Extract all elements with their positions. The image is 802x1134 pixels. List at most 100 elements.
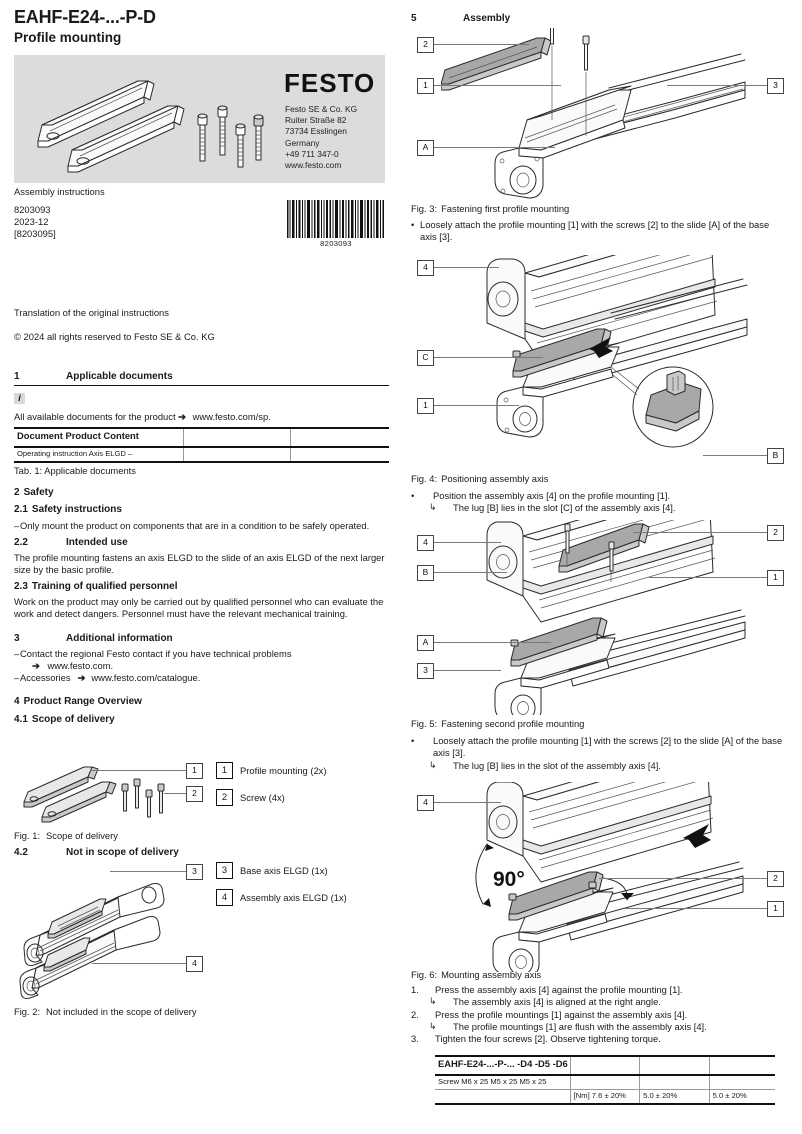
figure-caption-text: Scope of delivery	[46, 830, 118, 841]
leader-line	[433, 572, 507, 573]
section-heading-additional-information: 3 Additional information	[14, 632, 389, 645]
section-title: Scope of delivery	[31, 714, 115, 726]
accessories-item: – Accessories ➔ www.festo.com/catalogue.	[14, 672, 389, 684]
callout-4: 4	[417, 260, 434, 276]
callout-1: 1	[767, 570, 784, 586]
figure-6-illustration: 90°	[475, 782, 744, 972]
figure-label: Fig. 1:	[14, 830, 41, 841]
result-arrow-icon: ↳	[429, 502, 437, 513]
figure-caption: Fig. 2: Not included in the scope of del…	[14, 1006, 234, 1018]
section-title: Not in scope of delivery	[66, 847, 179, 859]
barcode-number: 8203093	[320, 239, 352, 248]
section-number: 4.2	[14, 847, 28, 859]
leader-line	[433, 642, 551, 643]
section-heading-intended-use: 2.2 Intended use	[14, 536, 389, 549]
figure-caption-text: Fastening first profile mounting	[441, 203, 570, 214]
leader-line	[667, 85, 767, 86]
callout-C: C	[417, 350, 434, 366]
assembly-result: ↳ The lug [B] lies in the slot [C] of th…	[411, 502, 788, 514]
svg-text:90°: 90°	[493, 868, 525, 891]
barcode-block: 8203093	[287, 200, 385, 248]
legend-label: Profile mounting (2x)	[240, 765, 327, 776]
assembly-step-text: Loosely attach the profile mounting [1] …	[420, 219, 770, 243]
assembly-step: 2. Press the profile mountings [1] again…	[411, 1009, 788, 1021]
step-number: 2.	[411, 1008, 419, 1020]
festo-home-link[interactable]: www.festo.com.	[47, 660, 114, 672]
page-title: EAHF-E24-...-P-D	[14, 7, 156, 27]
torque-cell-screw-d6	[708, 1075, 775, 1090]
copyright-note: © 2024 all rights reserved to Festo SE &…	[14, 331, 215, 343]
assembly-result-text: The profile mountings [1] are flush with…	[453, 1020, 707, 1032]
torque-cell-screw-d4	[569, 1075, 641, 1090]
legend-item: 3 Base axis ELGD (1x)	[216, 862, 347, 879]
legend-key: 3	[216, 862, 233, 879]
figure-1-caption-block: Fig. 1: Scope of delivery 4.2 Not in scop…	[14, 830, 389, 859]
figure-2-legend: 3 Base axis ELGD (1x) 4 Assembly axis EL…	[216, 862, 347, 916]
table-row: Operating instruction Axis ELGD –	[14, 447, 389, 464]
assembly-step-text: Tighten the four screws [2]. Observe tig…	[435, 1033, 661, 1045]
section-title: Safety	[23, 487, 54, 499]
table-cell-product	[183, 447, 291, 464]
callout-B: B	[767, 448, 784, 464]
company-country: Germany	[285, 137, 320, 148]
dash-marker: –	[14, 672, 20, 684]
figure-label: Fig. 2:	[14, 1006, 41, 1017]
legend-key: 4	[216, 889, 233, 906]
legend-key: 2	[216, 789, 233, 806]
section-heading-scope-of-delivery: 4.1 Scope of delivery	[14, 713, 389, 726]
legend-label: Screw (4x)	[240, 792, 285, 803]
torque-cell-nm-d5: 5.0 ± 20%	[639, 1089, 710, 1105]
page-subtitle: Profile mounting	[14, 29, 122, 45]
festo-sp-link[interactable]: www.festo.com/sp.	[192, 411, 271, 423]
legend-key: 1	[216, 762, 233, 779]
assembly-step-text: Press the assembly axis [4] against the …	[435, 984, 683, 996]
figure-3-block: 2 1 A 3	[411, 28, 788, 203]
company-website: www.festo.com	[285, 160, 342, 170]
assembly-step: • Loosely attach the profile mounting [1…	[411, 735, 788, 759]
leader-line	[649, 577, 767, 578]
callout-A: A	[417, 140, 434, 156]
figure-caption: Fig. 1: Scope of delivery	[14, 830, 389, 842]
left-column-body: Translation of the original instructions…	[14, 307, 389, 726]
figure-5-illustration	[486, 520, 746, 715]
leader-line	[90, 770, 186, 771]
figure-1-legend: 1 Profile mounting (2x) 2 Screw (4x)	[216, 762, 327, 816]
torque-cell-unit	[435, 1089, 571, 1105]
dash-marker: –	[14, 520, 20, 532]
accessories-text: Accessories	[20, 672, 71, 684]
figure-4-block: 4 C 1 B	[411, 255, 788, 470]
legend-item: 1 Profile mounting (2x)	[216, 762, 327, 779]
company-name: Festo SE & Co. KG	[285, 104, 358, 114]
legend-label: Base axis ELGD (1x)	[240, 865, 328, 876]
available-documents-text: All available documents for the product	[14, 411, 176, 423]
bullet-marker: •	[411, 490, 415, 502]
available-documents-note: All available documents for the product …	[14, 411, 389, 423]
figure-caption: Fig. 4: Positioning assembly axis	[411, 473, 788, 485]
assembly-result-text: The assembly axis [4] is aligned at the …	[453, 996, 661, 1008]
leader-line	[625, 908, 767, 909]
section-heading-safety-instructions: 2.1 Safety instructions	[14, 503, 389, 516]
figure-label: Fig. 5:	[411, 718, 438, 729]
assembly-step: • Position the assembly axis [4] on the …	[411, 490, 788, 502]
callout-4: 4	[417, 535, 434, 551]
torque-header-d6	[708, 1055, 775, 1076]
festo-catalogue-link[interactable]: www.festo.com/catalogue.	[91, 672, 201, 684]
callout-2: 2	[767, 525, 784, 541]
table-header-content	[289, 427, 389, 449]
figure-label: Fig. 4:	[411, 473, 438, 484]
callout-2: 2	[767, 871, 784, 887]
torque-header-d5	[639, 1055, 710, 1076]
callout-4: 4	[417, 795, 434, 811]
callout-3: 3	[417, 663, 434, 679]
training-text: Work on the product may only be carried …	[14, 596, 384, 620]
leader-line	[633, 532, 767, 533]
section-number: 3	[14, 633, 20, 645]
section-title: Training of qualified personnel	[31, 581, 178, 593]
table-row: [Nm] 7.6 ± 20% 5.0 ± 20% 5.0 ± 20%	[435, 1089, 775, 1105]
leader-line	[599, 878, 767, 879]
festo-logo: FESTO	[284, 68, 376, 98]
arrow-icon: ➔	[77, 672, 86, 684]
section-number: 2	[14, 487, 20, 499]
callout-A: A	[417, 635, 434, 651]
